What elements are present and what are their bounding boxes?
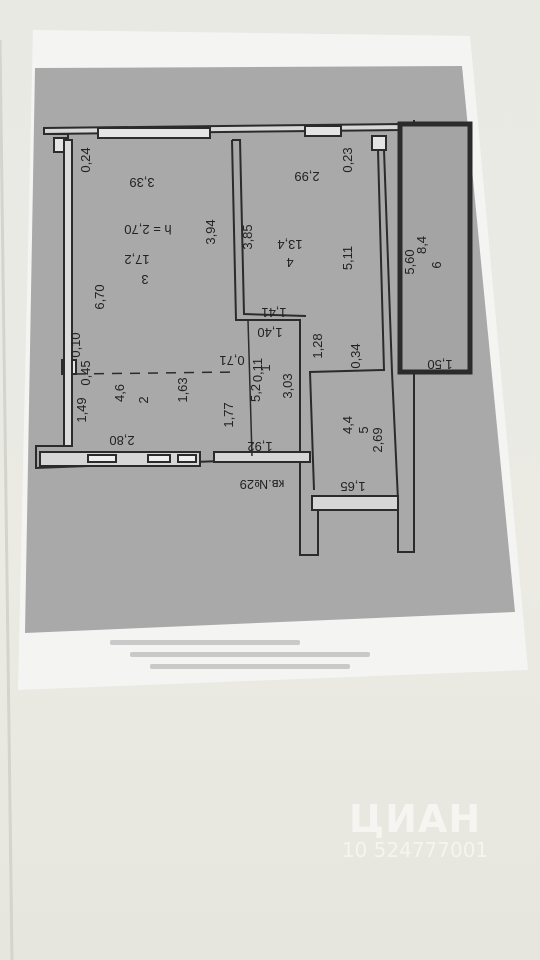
dimension-label: 0,34 xyxy=(348,343,363,368)
room-number-label: 4 xyxy=(286,255,293,270)
height-label: h = 2,70 xyxy=(124,222,171,237)
room-area-label: 17,2 xyxy=(124,252,149,267)
dimension-label: 3,85 xyxy=(240,224,255,249)
dimension-label: 3,39 xyxy=(129,175,154,190)
plan-labels: 17,2 3 h = 2,70 13,4 4 8,4 6 4,6 2 5,2 1… xyxy=(68,147,453,494)
dimension-label: 1,63 xyxy=(175,377,190,402)
dimension-label: 3,03 xyxy=(280,373,295,398)
dimension-label: 1,49 xyxy=(74,397,89,422)
dimension-label: 0,23 xyxy=(340,147,355,172)
dimension-label: 0,10 xyxy=(68,332,83,357)
dimension-label: 1,92 xyxy=(247,439,272,454)
dimension-label: 0,24 xyxy=(78,147,93,172)
room-area-label: 5,2 xyxy=(248,384,263,402)
dimension-label: 0,45 xyxy=(78,360,93,385)
room-number-label: 2 xyxy=(136,396,151,403)
room-area-label: 4,6 xyxy=(112,384,127,402)
dimension-label: 5,60 xyxy=(402,249,417,274)
dimension-label: 0,71 xyxy=(219,353,244,368)
apartment-label: кв.№29 xyxy=(240,477,285,492)
dimension-label: 3,94 xyxy=(203,219,218,244)
room-area-label: 13,4 xyxy=(277,237,302,252)
room-area-label: 8,4 xyxy=(414,236,429,254)
dimension-label: 6,70 xyxy=(92,284,107,309)
watermark-id: 10 524777001 xyxy=(341,837,489,862)
watermark: ЦИАН 10 524777001 xyxy=(300,797,530,862)
room-number-label: 5 xyxy=(356,426,371,433)
watermark-brand: ЦИАН xyxy=(348,797,482,841)
dimension-label: 1,28 xyxy=(310,333,325,358)
table-edge xyxy=(0,39,14,960)
room-number-label: 3 xyxy=(141,272,148,287)
room-area-label: 4,4 xyxy=(340,416,355,434)
dimension-label: 0,11 xyxy=(250,358,265,382)
dimension-label: 1,41 xyxy=(261,305,286,320)
dimension-label: 2,69 xyxy=(370,427,385,452)
dimension-label: 1,65 xyxy=(340,479,365,494)
dimension-label: 5,11 xyxy=(340,246,355,270)
floor-plan-drawing xyxy=(35,120,473,556)
plan-background xyxy=(25,66,515,633)
dimension-label: 1,77 xyxy=(221,402,236,427)
faint-caption xyxy=(110,640,370,669)
dimension-label: 2,99 xyxy=(294,169,319,184)
dimension-label: 1,50 xyxy=(427,357,452,372)
dimension-label: 2,80 xyxy=(109,433,134,448)
dimension-label: 1,40 xyxy=(257,325,282,340)
room-number-label: 1 xyxy=(258,364,273,371)
room-number-label: 6 xyxy=(429,261,444,268)
